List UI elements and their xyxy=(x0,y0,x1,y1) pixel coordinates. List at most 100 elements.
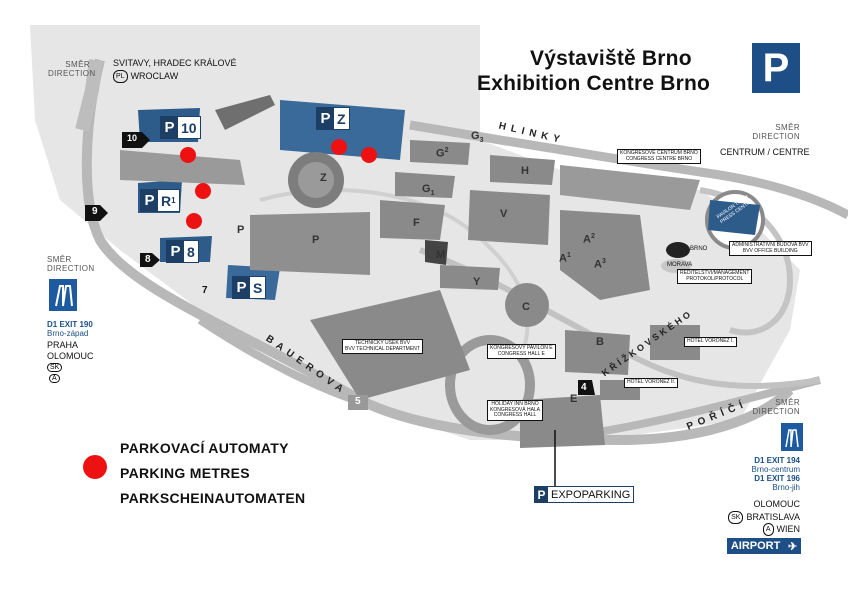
gate-5: 5 xyxy=(355,396,361,407)
legend-line2: PARKING METRES xyxy=(120,465,250,481)
dir-ne-label1: SMĚR xyxy=(775,123,800,132)
dir-se-city2-text: BRATISLAVA xyxy=(746,512,800,522)
dir-se-city1: OLOMOUC xyxy=(753,499,800,509)
parking-tag-s-value: S xyxy=(253,279,263,296)
bld-h xyxy=(490,155,555,185)
dir-w-label1: SMĚR xyxy=(47,255,72,264)
parking-tag-z[interactable]: P Z xyxy=(316,107,350,130)
label-admin-1: ADMINISTRATIVNÍ BUDOVA BVV xyxy=(732,242,809,248)
parking-tag-10[interactable]: P 10 xyxy=(160,116,201,139)
label-hall-e-2: CONGRESS HALL E xyxy=(497,350,545,357)
dir-se-label: SMĚR DIRECTION xyxy=(740,398,800,416)
bld-a1-sub: 1 xyxy=(566,252,571,259)
label-technical-2: BVV TECHNICAL DEPARTMENT xyxy=(345,345,420,352)
label-hotel1-1: HOTEL VORONĚŽ I. xyxy=(687,338,734,344)
parking-tag-r1-sub: 1 xyxy=(171,196,176,205)
parking-tag-10-value: 10 xyxy=(181,119,197,136)
bld-z-label: Z xyxy=(320,172,327,184)
bld-a1-letter: A xyxy=(559,252,567,265)
bld-g3-letter: G xyxy=(471,130,480,142)
bld-g2 xyxy=(410,140,470,165)
legend-line3: PARKSCHEINAUTOMATEN xyxy=(120,490,306,506)
parking-meter-4[interactable] xyxy=(331,139,347,155)
bld-b xyxy=(565,330,630,375)
parking-tag-expo[interactable]: P EXPOPARKING xyxy=(534,486,635,503)
bld-g1-label: G1 xyxy=(422,183,434,197)
bld-p2-label: P xyxy=(237,224,245,236)
parking-tag-s-p: P xyxy=(233,277,250,298)
bld-m-label: M xyxy=(436,249,446,261)
bld-h-label: H xyxy=(521,165,529,177)
label-hotel2: HOTEL VORONĚŽ II. xyxy=(624,378,679,388)
dir-ne-label: SMĚR DIRECTION xyxy=(740,123,800,141)
bld-admin xyxy=(708,200,760,235)
legend-text: PARKOVACÍ AUTOMATY PARKING METRES PARKSC… xyxy=(120,438,305,508)
airport-label: AIRPORT xyxy=(730,540,781,552)
bld-p xyxy=(250,212,370,275)
dir-w-city1: PRAHA xyxy=(47,340,79,350)
parking-tag-8[interactable]: P 8 xyxy=(166,240,199,263)
bld-brno-label: BRNO xyxy=(690,246,708,252)
legend-line1: PARKOVACÍ AUTOMATY xyxy=(120,440,289,456)
parking-meter-1[interactable] xyxy=(180,147,196,163)
parking-logo: P xyxy=(752,43,800,93)
lot-z xyxy=(280,100,405,160)
bld-m xyxy=(425,240,448,265)
label-holiday-3: CONGRESS HALL xyxy=(493,412,537,418)
bld-v xyxy=(468,190,550,245)
bld-b-label: B xyxy=(596,336,604,348)
dir-w-label2: DIRECTION xyxy=(47,264,95,273)
bld-g1-sub: 1 xyxy=(430,190,435,198)
parking-tag-r1-letter: R xyxy=(161,192,172,209)
motorway-sign-se-glyph xyxy=(785,429,799,448)
label-technical: TECHNICKÝ ÚSEK BVV BVV TECHNICAL DEPARTM… xyxy=(342,339,423,354)
gate-9-shape xyxy=(85,205,108,221)
gate-10-shape xyxy=(122,132,150,148)
bld-p-label: P xyxy=(312,234,320,246)
dir-se-exit2: D1 EXIT 196 xyxy=(754,474,800,483)
gate-4-shape xyxy=(578,380,595,395)
label-direction: ŘEDITELSTVÍ/MANAGEMENT PROTOKOL/PROTOCOL xyxy=(677,269,753,284)
label-congress-centre-2: CONGRESS CENTRE BRNO xyxy=(625,155,693,162)
gate-5-shape xyxy=(348,395,368,410)
dir-w-label: SMĚR DIRECTION xyxy=(47,255,95,273)
parking-tag-10-p: P xyxy=(161,117,178,138)
bld-a2-letter: A xyxy=(583,233,591,246)
oval-track xyxy=(445,335,535,435)
badge-sk-w: SK xyxy=(47,363,63,372)
bld-hotel1 xyxy=(650,325,700,360)
bld-a3-label: A3 xyxy=(594,258,606,271)
bld-a-group xyxy=(560,210,650,300)
dir-se-exit2-name: Brno-jih xyxy=(772,483,800,492)
dir-se-city3: A WIEN xyxy=(726,523,800,536)
parking-tag-z-value: Z xyxy=(337,110,346,127)
dir-w-exit: D1 EXIT 190 xyxy=(47,320,93,329)
label-direction-2: PROTOKOL/PROTOCOL xyxy=(686,275,744,282)
title-en: Exhibition Centre Brno xyxy=(477,72,711,95)
bld-c xyxy=(505,283,549,327)
title-cz: Výstaviště Brno xyxy=(530,47,692,70)
dir-ne-label2: DIRECTION xyxy=(752,132,800,141)
parking-meter-3[interactable] xyxy=(186,213,202,229)
bld-y xyxy=(440,265,500,290)
parking-tag-z-p: P xyxy=(317,108,334,129)
dir-nw-label1: SMĚR xyxy=(65,60,90,69)
bld-hlinky xyxy=(560,165,700,210)
bld-g2-sub: 2 xyxy=(444,147,449,154)
bld-g3-sub: 3 xyxy=(479,137,484,145)
parking-tag-s[interactable]: P S xyxy=(232,276,267,299)
bld-a3-sub: 3 xyxy=(601,258,606,265)
label-hotel2-1: HOTEL VORONĚŽ II. xyxy=(627,379,676,385)
gate-4: 4 xyxy=(581,382,587,393)
airport-sign: AIRPORT ✈ xyxy=(727,538,801,554)
parking-tag-r1-p: P xyxy=(141,190,158,211)
dir-nw-route2-text: WROCLAW xyxy=(130,71,179,81)
parking-meter-2[interactable] xyxy=(195,183,211,199)
parking-meter-5[interactable] xyxy=(361,147,377,163)
road-hlinky xyxy=(409,120,848,219)
bld-a2-label: A2 xyxy=(583,233,595,246)
label-congress-centre-1: KONGRESOVÉ CENTRUM BRNO xyxy=(620,150,698,156)
label-holiday-1: HOLIDAY INN BRNO xyxy=(491,401,539,407)
